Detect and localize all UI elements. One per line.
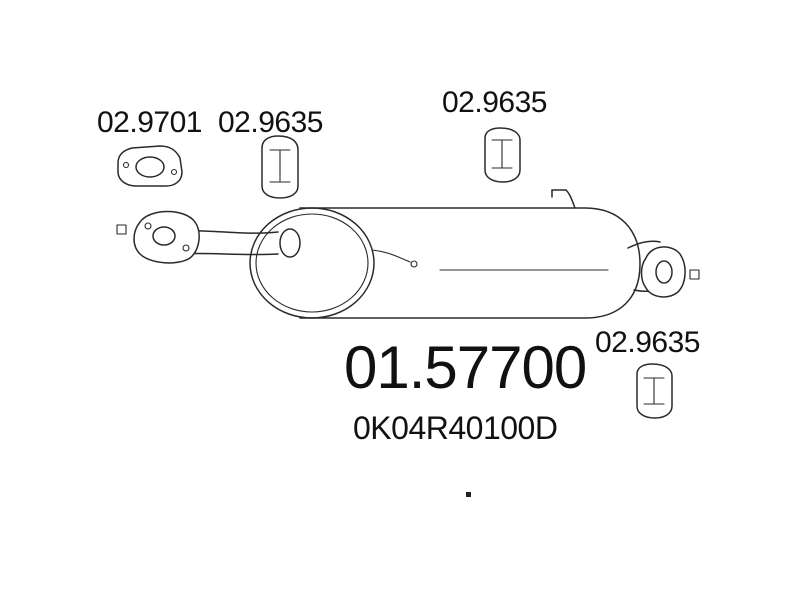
dot-mark xyxy=(466,492,471,497)
part-ref-label: 02.9701 xyxy=(97,106,202,139)
gasket-part-icon xyxy=(117,145,183,187)
part-ref-label: 02.9635 xyxy=(442,86,547,119)
rubber-hanger-icon xyxy=(636,363,673,419)
oem-part-number: 0K04R40100D xyxy=(353,410,558,446)
right-connection-marker xyxy=(689,269,700,280)
part-ref-label: 02.9635 xyxy=(218,106,323,139)
inlet-flange xyxy=(133,210,200,264)
muffler-body xyxy=(249,189,641,319)
rubber-hanger-icon xyxy=(261,135,299,199)
part-ref-label: 02.9635 xyxy=(595,326,700,359)
outlet-flange xyxy=(627,240,686,298)
rubber-hanger-icon xyxy=(484,127,521,183)
left-connection-marker xyxy=(116,224,127,235)
main-part-number: 01.57700 xyxy=(344,334,587,401)
